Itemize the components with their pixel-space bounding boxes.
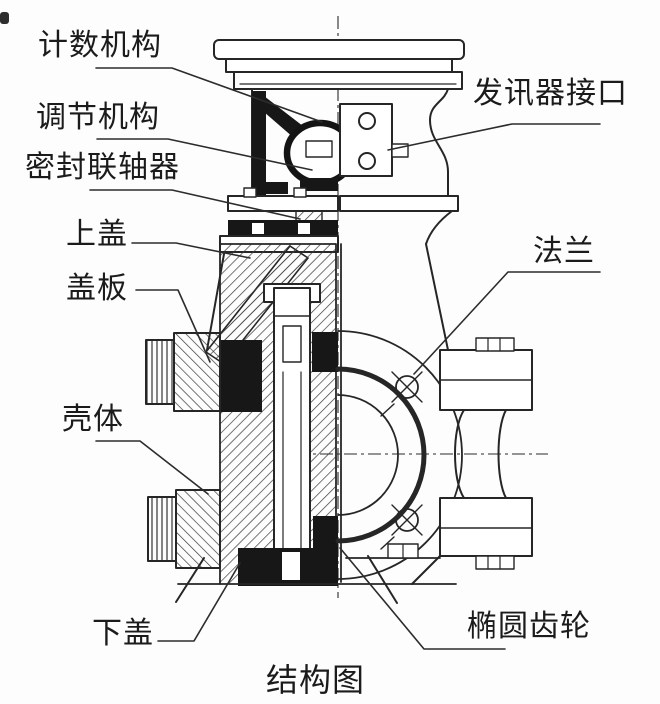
caption: 结构图 <box>266 661 365 699</box>
label-oval-gear: 椭圆齿轮 <box>467 609 591 644</box>
label-cover-plate: 盖板 <box>66 271 128 306</box>
top-flange <box>233 71 463 90</box>
label-upper-cover: 上盖 <box>66 217 128 252</box>
housing-section <box>219 243 338 585</box>
scan-artifact-mark <box>0 12 9 24</box>
measuring-chamber <box>335 243 463 583</box>
leader-adjuster <box>96 138 313 171</box>
leader-transmitter-port <box>387 123 601 151</box>
label-adjuster: 调节机构 <box>36 100 160 135</box>
label-transmitter-port: 发讯器接口 <box>473 76 628 111</box>
flange-bolt-symbol <box>380 504 423 550</box>
base <box>175 543 457 604</box>
left-bolt-flange-bottom <box>147 489 221 569</box>
leader-lower-cover <box>157 562 241 642</box>
pipe-flange <box>411 337 533 585</box>
transmitter-interface-plate <box>339 103 409 177</box>
leader-sealed-coupling <box>89 189 301 220</box>
leader-counter <box>95 67 323 123</box>
lower-cover <box>238 548 338 586</box>
label-counter: 计数机构 <box>38 28 162 63</box>
label-lower-cover: 下盖 <box>92 616 154 651</box>
label-flange: 法兰 <box>533 234 595 269</box>
left-bolt-flange-top <box>145 332 221 412</box>
center-shaft <box>263 283 321 585</box>
flange-bolt-symbol <box>380 371 423 417</box>
counter-cap <box>213 39 465 73</box>
leader-flange <box>413 271 601 375</box>
leader-upper-cover <box>131 242 251 259</box>
leader-cover-plate <box>135 289 211 363</box>
leader-oval-gear <box>339 547 506 650</box>
label-sealed-coupling: 密封联轴器 <box>25 150 180 185</box>
label-housing: 壳体 <box>62 402 124 437</box>
leader-housing <box>95 440 209 495</box>
